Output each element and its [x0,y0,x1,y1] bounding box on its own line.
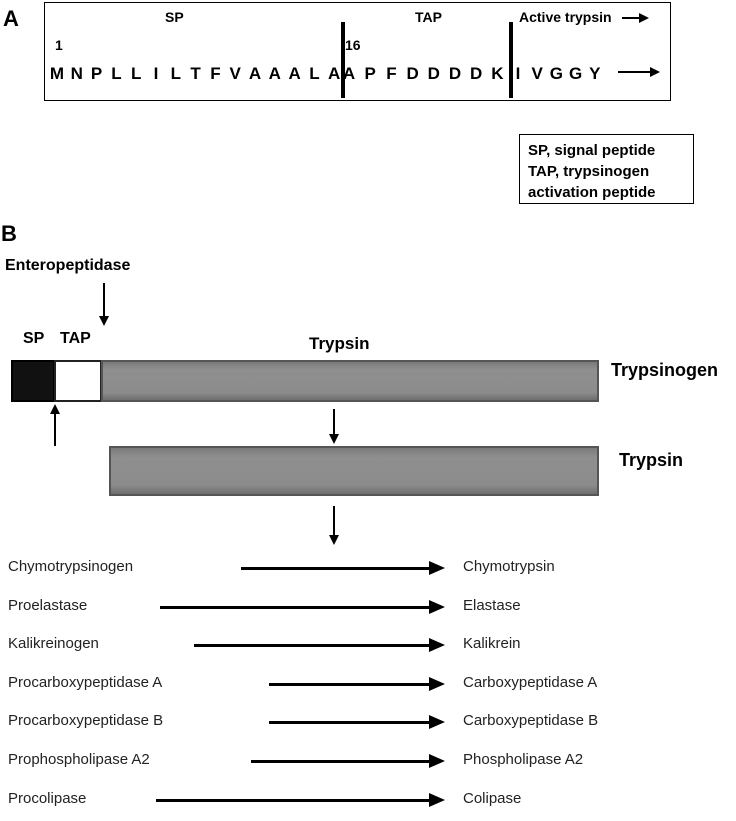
active-enzyme-label: Carboxypeptidase B [463,712,599,730]
residue: D [448,64,462,83]
sequence-box [44,2,671,101]
conversion-arrow-head [429,715,445,730]
conversion-arrow-line [241,567,430,570]
conversion-arrow-line [160,605,430,609]
zymogen-label: Kalikreinogen [8,635,99,653]
conversion-arrow-line [156,798,430,802]
residue: A [268,64,281,83]
active-enzyme-label: Colipase [463,789,522,807]
zymogen-label: Procolipase [8,789,87,807]
zymogen-label: Prophospholipase A2 [8,751,150,768]
sp-tap-boundary [341,22,345,98]
active-enzyme-label: Phospholipase A2 [463,751,584,768]
enteropeptidase-label: Enteropeptidase [5,257,131,274]
residue: V [229,64,241,83]
zymogen-label: Procarboxypeptidase B [8,712,164,730]
conversion-arrow-head [429,638,445,653]
tap-trypsin-cleavage-site [509,22,513,98]
tap-region-label: TAP [415,9,442,25]
panel-a-label: A [3,6,19,31]
residue: D [427,64,440,83]
residue: A [328,64,341,83]
residue: A [342,64,356,83]
residue: A [288,64,301,83]
residue: Y [589,64,601,83]
active-trypsin-arrow-line [622,17,640,19]
residue: I [515,64,521,83]
legend-tap-cont: activation peptide [528,184,656,201]
residue: D [470,64,483,83]
residue: G [549,64,563,83]
legend-box: SP, signal peptide TAP, trypsinogen acti… [519,134,694,204]
legend-tap: TAP, trypsinogen [528,163,650,180]
conversion-arrow-line [251,760,430,763]
residue: D [406,64,419,83]
residue: F [210,64,221,83]
conversion-arrow-head [429,754,445,768]
conversion-arrow-line [269,721,430,725]
activation-arrow-head [329,434,339,444]
zymogen-label: Chymotrypsinogen [8,558,134,575]
sequence-continues-arrow-line [618,71,652,73]
residue: M [49,64,65,83]
residue: K [491,64,504,83]
panel-b-label: B [1,221,17,246]
cleavage-arrow-line [54,412,56,446]
residue: F [386,64,397,83]
sp-segment [11,360,55,402]
active-enzyme-label: Elastase [463,596,521,614]
active-trypsin-label: Active trypsin [519,9,612,25]
conversion-arrow-head [429,599,445,614]
residue: I [153,64,159,83]
residue: L [170,64,181,83]
trypsin-segment [101,360,599,402]
residue: A [248,64,262,83]
sp-region-label: SP [165,9,184,25]
conversion-arrow-head [429,792,445,807]
residue: P [90,64,103,83]
conversion-arrow-line [269,682,430,686]
active-enzyme-label: Chymotrypsin [463,558,555,575]
cascade-arrow-head [329,535,339,545]
active-enzyme-label: Carboxypeptidase A [463,673,598,691]
trypsin-bar [109,446,599,496]
sequence-continues-arrow-head [650,67,660,77]
zymogen-label: Proelastase [8,596,88,614]
enteropeptidase-arrow-head [99,316,109,326]
sp-domain-label: SP [23,330,45,347]
residue: L [130,64,142,83]
cascade-arrow-line [333,506,335,536]
residue: N [70,64,83,83]
enteropeptidase-arrow-line [103,283,105,317]
tap-segment [54,360,102,402]
tap-domain-label: TAP [60,330,91,347]
position-16-label: 16 [345,37,361,53]
residue: T [190,64,201,83]
residue: G [568,64,583,83]
cleavage-arrow-head [50,404,60,414]
active-trypsin-arrow-head [639,13,649,23]
active-enzyme-label: Kalikrein [463,635,521,653]
trypsinogen-label: Trypsinogen [611,360,719,380]
conversion-arrow-line [194,644,430,648]
residue: L [309,64,320,83]
position-1-label: 1 [55,37,63,53]
conversion-arrow-head [429,676,445,691]
zymogen-label: Procarboxypeptidase A [8,673,163,691]
trypsin-product-label: Trypsin [619,450,684,470]
conversion-arrow-head [429,561,445,575]
residue: L [111,64,122,83]
activation-arrow-line [333,409,335,435]
residue: V [531,64,543,83]
residue: P [364,64,376,83]
trypsin-domain-label: Trypsin [309,334,370,353]
legend-sp: SP, signal peptide [528,142,656,159]
